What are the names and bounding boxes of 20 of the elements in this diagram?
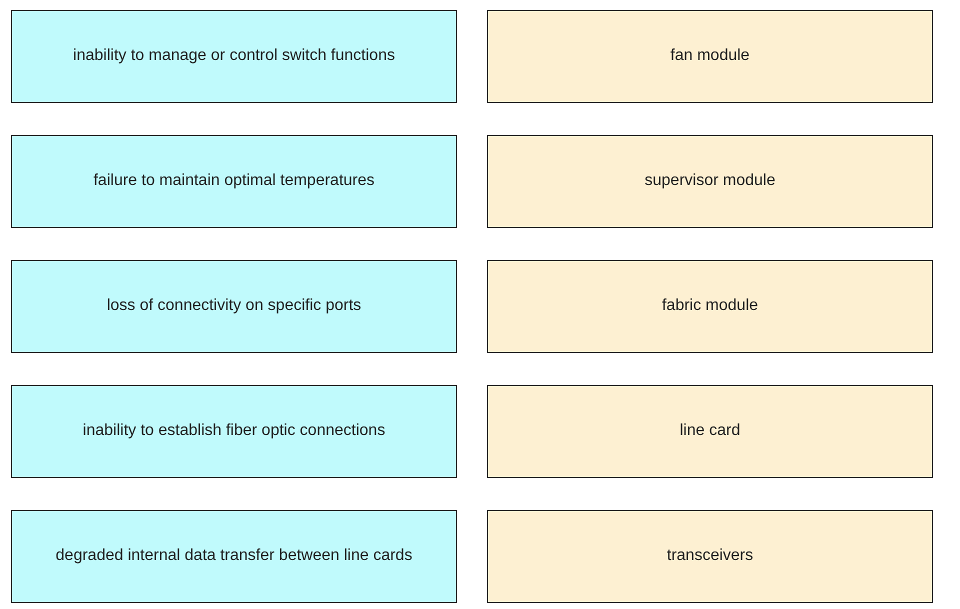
component-box <box>487 385 933 478</box>
box-label: inability to manage or control switch functions <box>73 46 395 66</box>
box-label: degraded internal data transfer between line cards <box>56 546 412 566</box>
box-label: supervisor module <box>644 171 776 192</box>
box-label: failure to maintain optimal temperatures <box>93 171 375 192</box>
box-label: loss of connectivity on specific ports <box>106 296 362 316</box>
box-label: fabric module <box>662 296 758 316</box>
symptom-box <box>11 135 457 228</box>
component-box <box>487 135 933 228</box>
box-label: inability to establish fiber optic connections <box>82 421 386 442</box>
box-label: line card <box>680 421 740 442</box>
component-box <box>487 10 933 103</box>
symptom-box <box>11 385 457 478</box>
symptom-box <box>11 10 457 103</box>
box-label: transceivers <box>666 546 754 566</box>
symptom-box <box>11 510 457 603</box>
component-box <box>487 510 933 603</box>
component-box <box>487 260 933 353</box>
box-label: fan module <box>670 46 750 66</box>
symptom-box <box>11 260 457 353</box>
